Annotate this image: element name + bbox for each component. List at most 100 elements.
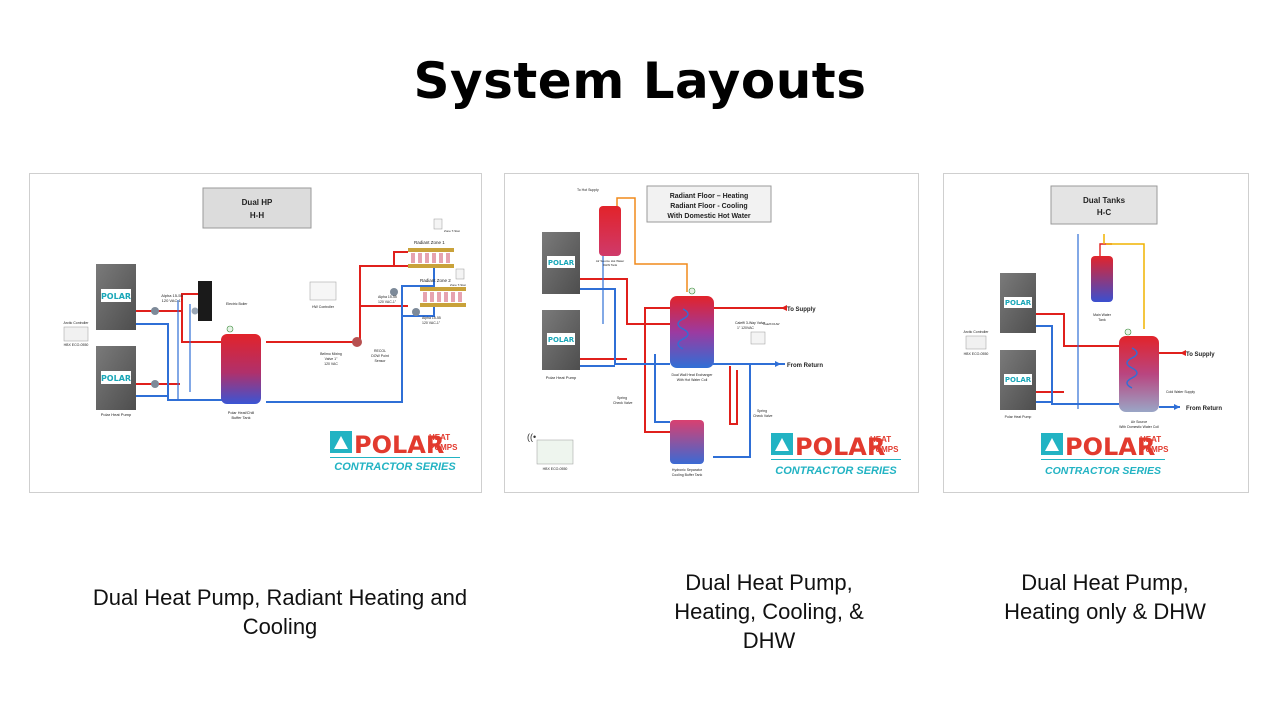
diagram-heading-line1: Dual Tanks (1083, 196, 1126, 205)
caption-line: Heating only & DHW (1004, 599, 1206, 624)
diagram-heading-box: Dual HP H-H (202, 187, 312, 229)
to-supply-label: To Supply (1186, 352, 1215, 358)
caption-line: Dual Heat Pump, Radiant Heating and (92, 585, 468, 610)
polar-logo: POLAR HEAT PUMPS CONTRACTOR SERIES (771, 433, 901, 477)
heat-pump-logo: POLAR (101, 292, 131, 301)
arctic-controller-label: Arctic Controller (964, 330, 990, 334)
heat-pump-label: Polar Heat Pump (101, 412, 132, 417)
buffer-tank-label: Polar Heat/Chill (228, 411, 255, 415)
polar-logo-text: POLAR (1065, 433, 1155, 461)
buffer-tank (221, 325, 261, 404)
piping-hot (136, 251, 408, 385)
contractor-series-text: CONTRACTOR SERIES (334, 461, 456, 473)
polar-logo-heat: HEAT (429, 433, 450, 442)
spring-check-right-label: Spring (757, 409, 767, 413)
wifi-icon: ((• (527, 432, 536, 442)
sensor-sublabel2: Sensor (374, 359, 386, 363)
buffer-tank-label: Hydronic Separator (672, 468, 703, 472)
alpha-pump-label: Alpha 15-55 (161, 293, 183, 298)
arctic-controller-label: Arctic Controller (64, 321, 90, 325)
heat-pump-logo: POLAR (1005, 299, 1032, 307)
main-tank-label: Dual Wall Heat Exchanger (672, 373, 714, 377)
diagram-heading-box: Radiant Floor – Heating Radiant Floor - … (646, 185, 772, 223)
controller-model-label: HBX ECO-0550 (64, 343, 89, 347)
polar-logo-heat: HEAT (870, 435, 891, 444)
electric-boiler (198, 281, 212, 321)
caption-line: Dual Heat Pump, (685, 570, 853, 595)
diagram-heading-line1: Dual HP (242, 198, 273, 207)
diagram-heading-line2: H-C (1097, 208, 1111, 217)
alpha-zone1-label: Alpha 15-55 (378, 295, 397, 299)
radiant-manifold-1 (408, 248, 454, 268)
alpha-zone1-power: 120 VAC-1" (378, 300, 397, 304)
cooling-buffer-tank (670, 420, 704, 464)
diagram-panel-dual-hp: Dual HP H-H POLAR POLAR Polar Heat Pump … (29, 173, 482, 493)
heat-pump-unit-top: POLAR (1000, 273, 1036, 333)
hw-controller (309, 281, 337, 301)
heat-pump-label: Polar Heat Pump (1005, 415, 1032, 419)
cold-water-label: Cold Water Supply (1166, 390, 1195, 394)
main-tank-sublabel: With Domestic Water Coil (1119, 425, 1159, 429)
heat-pump-unit-bottom: POLAR (1000, 350, 1036, 410)
zone-thermostat-2 (455, 268, 465, 280)
electric-boiler-label: Electric Boiler (226, 302, 248, 306)
polar-logo-pumps: PUMPS (870, 445, 899, 454)
page-title: System Layouts (413, 52, 867, 110)
diagram-panel-dual-tanks: Dual Tanks H-C POLAR POLAR Polar Heat Pu… (943, 173, 1249, 493)
main-tank (670, 287, 714, 368)
sensor-sublabel: DOW Point (371, 354, 389, 358)
from-return-label: From Return (787, 363, 823, 369)
buffer-tank-sublabel: Buffer Tank (231, 416, 250, 420)
heat-pump-unit-top: POLAR (96, 264, 136, 330)
contractor-series-text: CONTRACTOR SERIES (1045, 465, 1161, 477)
polar-logo-pumps: PUMPS (1140, 445, 1169, 454)
polar-logo: POLAR HEAT PUMPS CONTRACTOR SERIES (1041, 433, 1169, 477)
diagram-heading-line1: Radiant Floor – Heating (670, 193, 749, 200)
main-tank-sublabel: With Hot Water Coil (677, 378, 708, 382)
contractor-series-text: CONTRACTOR SERIES (775, 465, 897, 477)
heat-pump-logo: POLAR (548, 259, 575, 267)
to-hot-supply-label: To Hot Supply (577, 188, 599, 192)
dhw-tank (599, 206, 621, 256)
heat-pump-logo: POLAR (548, 336, 575, 344)
main-tank-label: Air Source (1131, 420, 1147, 424)
dhw-tank-label: Air Source Hot Water (596, 259, 624, 263)
arctic-controller (63, 326, 89, 342)
heat-pump-unit-top: POLAR (542, 232, 580, 294)
from-return-label: From Return (1186, 406, 1222, 412)
polar-logo: POLAR HEAT PUMPS CONTRACTOR SERIES (330, 431, 460, 473)
supply-arrow (1180, 350, 1186, 356)
spring-check-right-sublabel: Check Valve (753, 414, 772, 418)
piping-yellow (1103, 234, 1145, 329)
controller-model-label: HBX ECO-0550 (964, 352, 989, 356)
zone-thermostat-1-label: Zone T-Stat (444, 229, 460, 233)
spring-check-left-sublabel: Check Valve (613, 401, 632, 405)
radiant-zone-1-label: Radiant Zone 1 (414, 240, 445, 245)
hw-controller-label: HW Controller (312, 305, 335, 309)
main-water-sublabel: Tank (1098, 318, 1106, 322)
main-tank (1119, 328, 1159, 412)
heat-pump-unit-bottom: POLAR (542, 310, 580, 370)
diagram-panel-radiant-dhw: Radiant Floor – Heating Radiant Floor - … (504, 173, 919, 493)
diagram-heading-line3: With Domestic Hot Water (667, 213, 751, 220)
hbx-controller (536, 439, 574, 465)
heat-pump-label: Polar Heat Pump (546, 375, 577, 380)
polar-logo-text: POLAR (354, 431, 444, 459)
main-water-label: Main Water (1093, 313, 1112, 317)
zone-thermostat-2-label: Zone T-Stat (450, 283, 466, 287)
sensor-label: RECOL (374, 349, 386, 353)
caption-line: DHW (742, 628, 796, 653)
dhw-tank-sublabel: DHW Tank (603, 263, 618, 267)
supply-arrow (781, 305, 787, 311)
valve-label: Caleffi 3-Way Valve (735, 321, 765, 325)
diagram-dual-hp: Dual HP H-H POLAR POLAR Polar Heat Pump … (63, 187, 466, 473)
piping-cold (136, 266, 435, 403)
zone-relay (750, 331, 766, 345)
spring-check-left-label: Spring (617, 396, 627, 400)
caption-radiant-dhw: Dual Heat Pump, Heating, Cooling, & DHW (620, 568, 918, 655)
return-arrow (775, 361, 781, 367)
heat-pump-logo: POLAR (101, 374, 131, 383)
polar-logo-pumps: PUMPS (429, 443, 458, 452)
mixing-valve-label: Belimo Mixing (320, 352, 342, 356)
caption-dual-tanks: Dual Heat Pump, Heating only & DHW (960, 568, 1250, 626)
